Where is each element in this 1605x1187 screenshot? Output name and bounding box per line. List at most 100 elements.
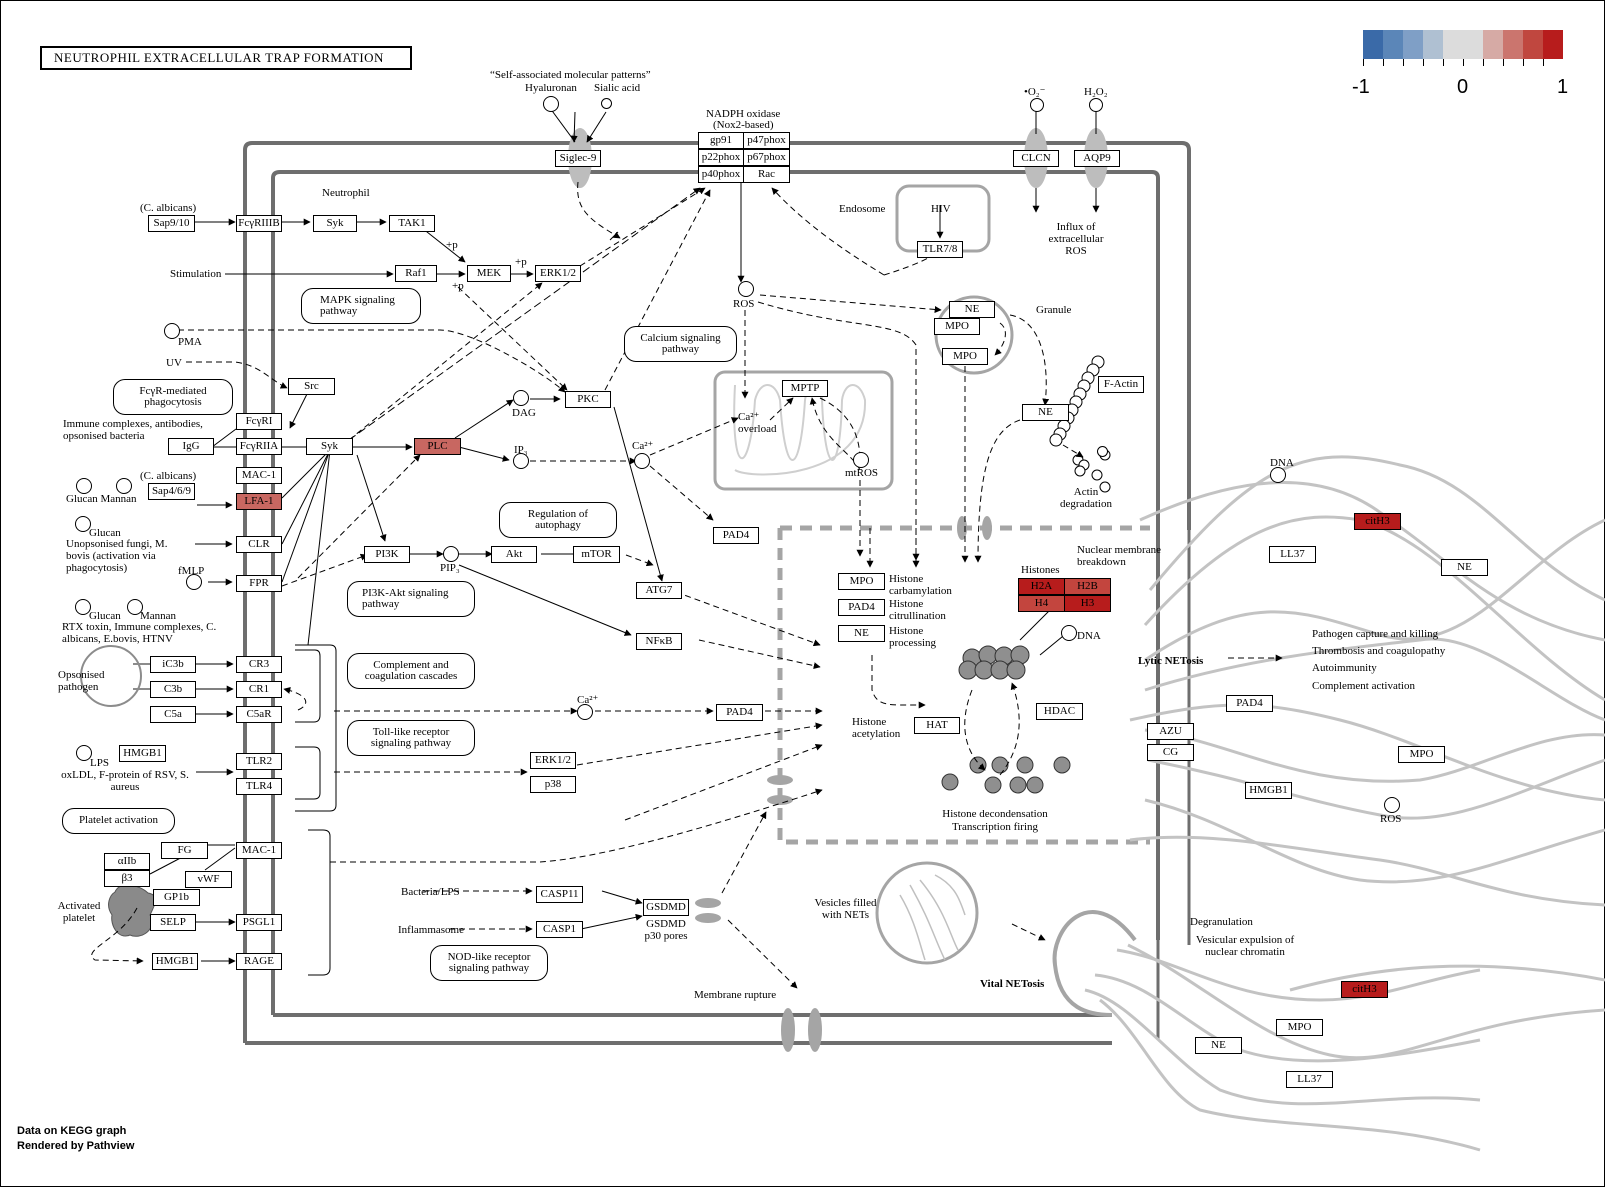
gene-node-tlr4[interactable]: TLR4 (236, 778, 282, 795)
pathway-link-platelet[interactable]: Platelet activation (62, 808, 175, 834)
gene-node-hdac[interactable]: HDAC (1036, 703, 1083, 720)
gene-node-p47phox[interactable]: p47phox (743, 132, 790, 149)
gene-node-casp11[interactable]: CASP11 (536, 886, 583, 903)
gene-node-ne-actin[interactable]: NE (1022, 404, 1069, 421)
glucan2-compound[interactable] (75, 516, 91, 532)
gene-node-tlr78[interactable]: TLR7/8 (917, 241, 963, 258)
mtros-compound[interactable] (853, 452, 869, 468)
gene-node-fcgr1[interactable]: FcγRI (236, 413, 282, 430)
gene-node-h2b[interactable]: H2B (1064, 578, 1111, 595)
gene-node-ne-vital[interactable]: NE (1195, 1037, 1242, 1054)
gene-node-ll37-top[interactable]: LL37 (1269, 546, 1316, 563)
h2o2-compound[interactable] (1089, 98, 1103, 112)
gene-node-ll37-vital[interactable]: LL37 (1286, 1071, 1333, 1088)
gene-node-cr3[interactable]: CR3 (236, 656, 282, 673)
gene-node-mpo-nuc[interactable]: MPO (838, 573, 885, 590)
gene-node-cr1[interactable]: CR1 (236, 681, 282, 698)
glucan-compound[interactable] (76, 478, 92, 494)
gene-node-psgl1[interactable]: PSGL1 (236, 914, 282, 931)
gene-node-mpo-vital[interactable]: MPO (1276, 1019, 1323, 1036)
gene-node-c5ar[interactable]: C5aR (236, 706, 282, 723)
mannan3-compound[interactable] (127, 599, 143, 615)
gene-node-mac1-low[interactable]: MAC-1 (236, 842, 282, 859)
gene-node-h4[interactable]: H4 (1018, 595, 1065, 612)
gene-node-azu[interactable]: AZU (1147, 723, 1194, 740)
gene-node-selp[interactable]: SELP (150, 914, 196, 931)
gene-node-mpo-net[interactable]: MPO (1398, 746, 1445, 763)
superoxide-compound[interactable] (1030, 98, 1044, 112)
gene-node-c5a[interactable]: C5a (150, 706, 196, 723)
pathway-link-tlr[interactable]: Toll-like receptor signaling pathway (347, 720, 475, 756)
gene-node-c3b[interactable]: C3b (150, 681, 196, 698)
gene-node-lfa1[interactable]: LFA-1 (236, 493, 282, 510)
pathway-link-nod[interactable]: NOD-like receptor signaling pathway (430, 945, 548, 981)
gene-node-b3[interactable]: β3 (104, 870, 150, 887)
gene-node-cith3-low[interactable]: citH3 (1341, 981, 1388, 998)
gene-node-p67phox[interactable]: p67phox (743, 149, 790, 166)
gene-node-mpo-granule2[interactable]: MPO (942, 348, 988, 365)
gene-node-fg[interactable]: FG (161, 842, 208, 859)
gene-node-ic3b[interactable]: iC3b (150, 656, 196, 673)
gene-node-atg7[interactable]: ATG7 (636, 582, 682, 599)
gene-node-pad4-net[interactable]: PAD4 (1226, 695, 1273, 712)
gene-node-tlr2[interactable]: TLR2 (236, 753, 282, 770)
gene-node-erk-low[interactable]: ERK1/2 (530, 752, 576, 769)
gene-node-akt[interactable]: Akt (491, 546, 537, 563)
dna-compound[interactable] (1061, 625, 1077, 641)
gene-node-cith3-top[interactable]: citH3 (1354, 513, 1401, 530)
lps-compound[interactable] (76, 745, 92, 761)
gene-node-p22phox[interactable]: p22phox (698, 149, 744, 166)
gene-node-src[interactable]: Src (288, 378, 335, 395)
gene-node-gp91[interactable]: gp91 (698, 132, 744, 149)
gene-node-aqp9[interactable]: AQP9 (1074, 150, 1120, 167)
gene-node-fpr[interactable]: FPR (236, 575, 282, 592)
pathway-link-fcgr[interactable]: FcγR-mediated phagocytosis (113, 379, 233, 415)
gene-node-hat[interactable]: HAT (914, 717, 960, 734)
gene-node-igg[interactable]: IgG (168, 438, 214, 455)
pathway-link-calcium[interactable]: Calcium signaling pathway (624, 326, 737, 362)
ros-net-compound[interactable] (1384, 797, 1400, 813)
gene-node-pad4-ca[interactable]: PAD4 (716, 704, 763, 721)
pip3-compound[interactable] (443, 546, 459, 562)
gene-node-rage[interactable]: RAGE (236, 953, 282, 970)
gene-node-tak1[interactable]: TAK1 (389, 215, 435, 232)
pathway-link-pi3k[interactable]: PI3K-Akt signaling pathway (347, 581, 475, 617)
gene-node-hmgb1-lps[interactable]: HMGB1 (119, 745, 166, 762)
gene-node-p40phox[interactable]: p40phox (698, 166, 744, 183)
gene-node-raf1[interactable]: Raf1 (395, 265, 437, 282)
pathway-link-mapk[interactable]: MAPK signaling pathway (301, 288, 421, 324)
gene-node-mtor[interactable]: mTOR (573, 546, 620, 563)
gene-node-erk-top[interactable]: ERK1/2 (535, 265, 581, 282)
dna-net-compound[interactable] (1270, 467, 1286, 483)
gene-node-gsdmd[interactable]: GSDMD (643, 899, 689, 916)
gene-node-syk-top[interactable]: Syk (313, 215, 357, 232)
gene-node-clr[interactable]: CLR (236, 536, 282, 553)
gene-node-mek[interactable]: MEK (467, 265, 511, 282)
dag-compound[interactable] (513, 390, 529, 406)
gene-node-fcgr3b[interactable]: FcγRIIIB (236, 215, 282, 232)
hyaluronan-compound[interactable] (543, 96, 559, 112)
ip3-compound[interactable] (513, 453, 529, 469)
gene-node-cg[interactable]: CG (1147, 744, 1194, 761)
gene-node-hmgb1-net[interactable]: HMGB1 (1245, 782, 1292, 799)
gene-node-plc[interactable]: PLC (414, 438, 461, 455)
gene-node-syk[interactable]: Syk (306, 438, 353, 455)
gene-node-aiib[interactable]: αIIb (104, 853, 150, 870)
ros-compound[interactable] (738, 281, 754, 297)
gene-node-nfkb[interactable]: NFκB (636, 633, 682, 650)
gene-node-fcgr2a[interactable]: FcγRIIA (236, 438, 282, 455)
gene-node-hmgb1-plt[interactable]: HMGB1 (152, 953, 198, 970)
gene-node-pad4-mid[interactable]: PAD4 (713, 527, 759, 544)
gene-node-h2a[interactable]: H2A (1018, 578, 1065, 595)
pma-compound[interactable] (164, 323, 180, 339)
gene-node-clcn[interactable]: CLCN (1013, 150, 1059, 167)
gene-node-pi3k[interactable]: PI3K (364, 546, 410, 563)
gene-node-ne-nuc[interactable]: NE (838, 625, 885, 642)
gene-node-mptp[interactable]: MPTP (782, 380, 828, 397)
pathway-link-complement[interactable]: Complement and coagulation cascades (347, 653, 475, 689)
gene-node-siglec9[interactable]: Siglec-9 (555, 150, 601, 167)
gene-node-pad4-nuc[interactable]: PAD4 (838, 599, 885, 616)
gene-node-h3[interactable]: H3 (1064, 595, 1111, 612)
gene-node-vwf[interactable]: vWF (185, 871, 232, 888)
gene-node-sap910[interactable]: Sap9/10 (148, 215, 195, 232)
